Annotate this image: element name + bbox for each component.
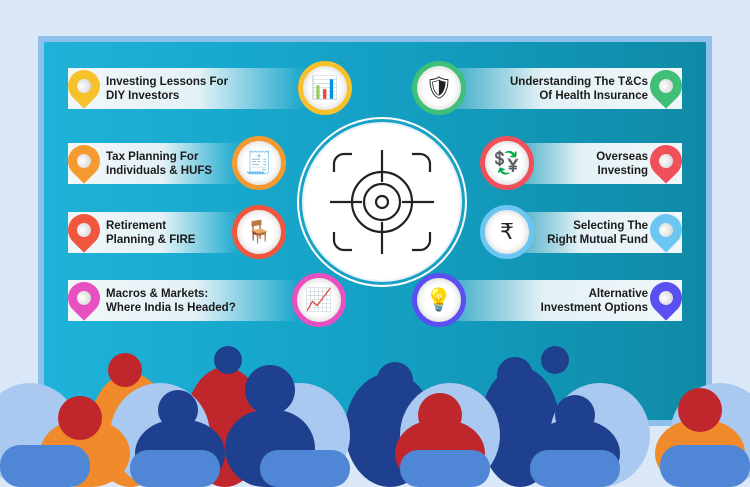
topic-line-2: Investing [597,164,648,177]
health-insurance-icon: 🛡 [412,61,466,115]
topic-line-1: Alternative [588,287,648,300]
topic-line-1: Understanding The T&Cs [509,75,648,88]
target-crosshair-icon [302,122,462,282]
tax-document-icon: 🧾 [232,136,286,190]
topic-line-2: DIY Investors [106,89,180,102]
mutual-fund-icon: ₹ [480,205,534,259]
topic-line-1: Overseas [596,150,648,163]
market-analysis-icon: 📈 [292,273,346,327]
topic-line-1: Retirement [106,219,167,232]
topic-line-1: Tax Planning For [106,150,199,163]
overseas-investing-icon: 💱 [480,136,534,190]
topic-line-2: Right Mutual Fund [547,233,648,246]
topic-line-2: Planning & FIRE [106,233,196,246]
presentation-icon: 📊 [298,61,352,115]
audience-illustration [0,346,750,487]
topic-line-2: Where India Is Headed? [106,301,236,314]
topic-line-2: Individuals & HUFS [106,164,213,177]
rocking-chair-icon: 🪑 [232,205,286,259]
topic-line-2: Of Health Insurance [539,89,648,102]
topic-line-1: Investing Lessons For [106,75,229,88]
alternative-investment-icon: 💡 [412,273,466,327]
topic-line-2: Investment Options [540,301,648,314]
topic-line-1: Macros & Markets: [106,287,209,300]
topic-line-1: Selecting The [573,219,648,232]
